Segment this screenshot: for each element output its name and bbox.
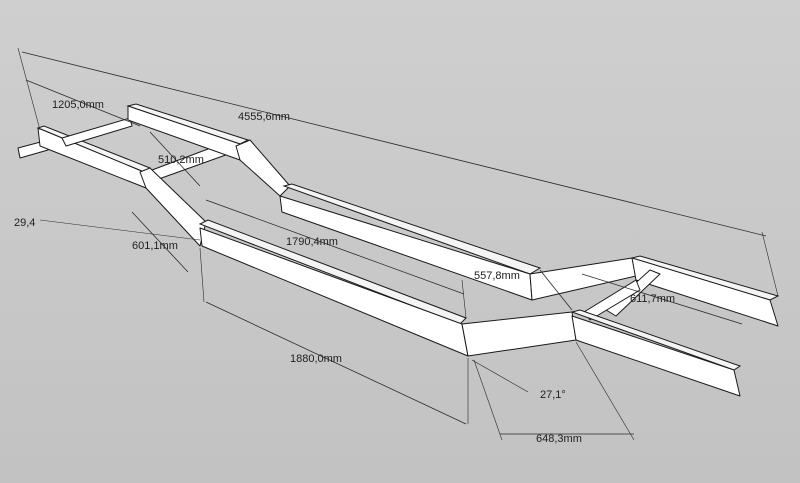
front-crossmember-1 (61, 117, 133, 147)
lower-rear-rail (571, 315, 741, 397)
upper-rear-rail (631, 257, 779, 327)
upper-rail-top-long (282, 183, 542, 275)
front-rail-dimension-line (25, 79, 141, 127)
dim-label-overall-length: 4555,6mm (238, 111, 290, 123)
lower-rear-rail-top (570, 309, 742, 371)
dim-label-rear-kick-width: 557,8mm (474, 270, 520, 282)
dim-label-front-rail-length: 1205,0mm (52, 99, 104, 111)
rear-width-dimension-line (581, 273, 743, 325)
dim-label-lower-rail-length: 1880,0mm (290, 353, 342, 365)
angle-29-leader (39, 219, 201, 241)
dim-label-front-inner-width: 510,2mm (158, 154, 204, 166)
overall-dimension-line (21, 51, 767, 237)
overall-ext-front (17, 47, 41, 131)
overall-ext-rear (761, 231, 779, 297)
rear-kick-dimension-line (539, 269, 573, 311)
front-width-dimension-line (149, 131, 201, 187)
rear-offset-ext-2 (575, 341, 635, 441)
dim-label-front-offset-angle: 29,4 (14, 217, 35, 229)
lower-rail-front-kick (139, 167, 207, 247)
angle-27-leader (471, 359, 529, 393)
upper-rail-kick (235, 139, 291, 197)
dim-label-rear-offset-angle: 27,1° (540, 389, 566, 401)
rear-offset-ext-1 (473, 359, 503, 441)
lower-rail-dimension-line (205, 301, 467, 425)
middle-dimension-line (205, 199, 465, 295)
lower-rail-rear-kick (461, 311, 577, 357)
middle-ext (461, 279, 467, 319)
dim-label-rear-offset-length: 648,3mm (536, 433, 582, 445)
dim-label-front-offset-length: 601,1mm (132, 240, 178, 252)
dim-label-rear-inner-width: 611,7mm (630, 293, 675, 305)
lower-rail-ext-front (199, 247, 205, 303)
front-offset-dimension-line (131, 211, 189, 273)
dim-label-middle-section: 1790,4mm (286, 236, 338, 248)
